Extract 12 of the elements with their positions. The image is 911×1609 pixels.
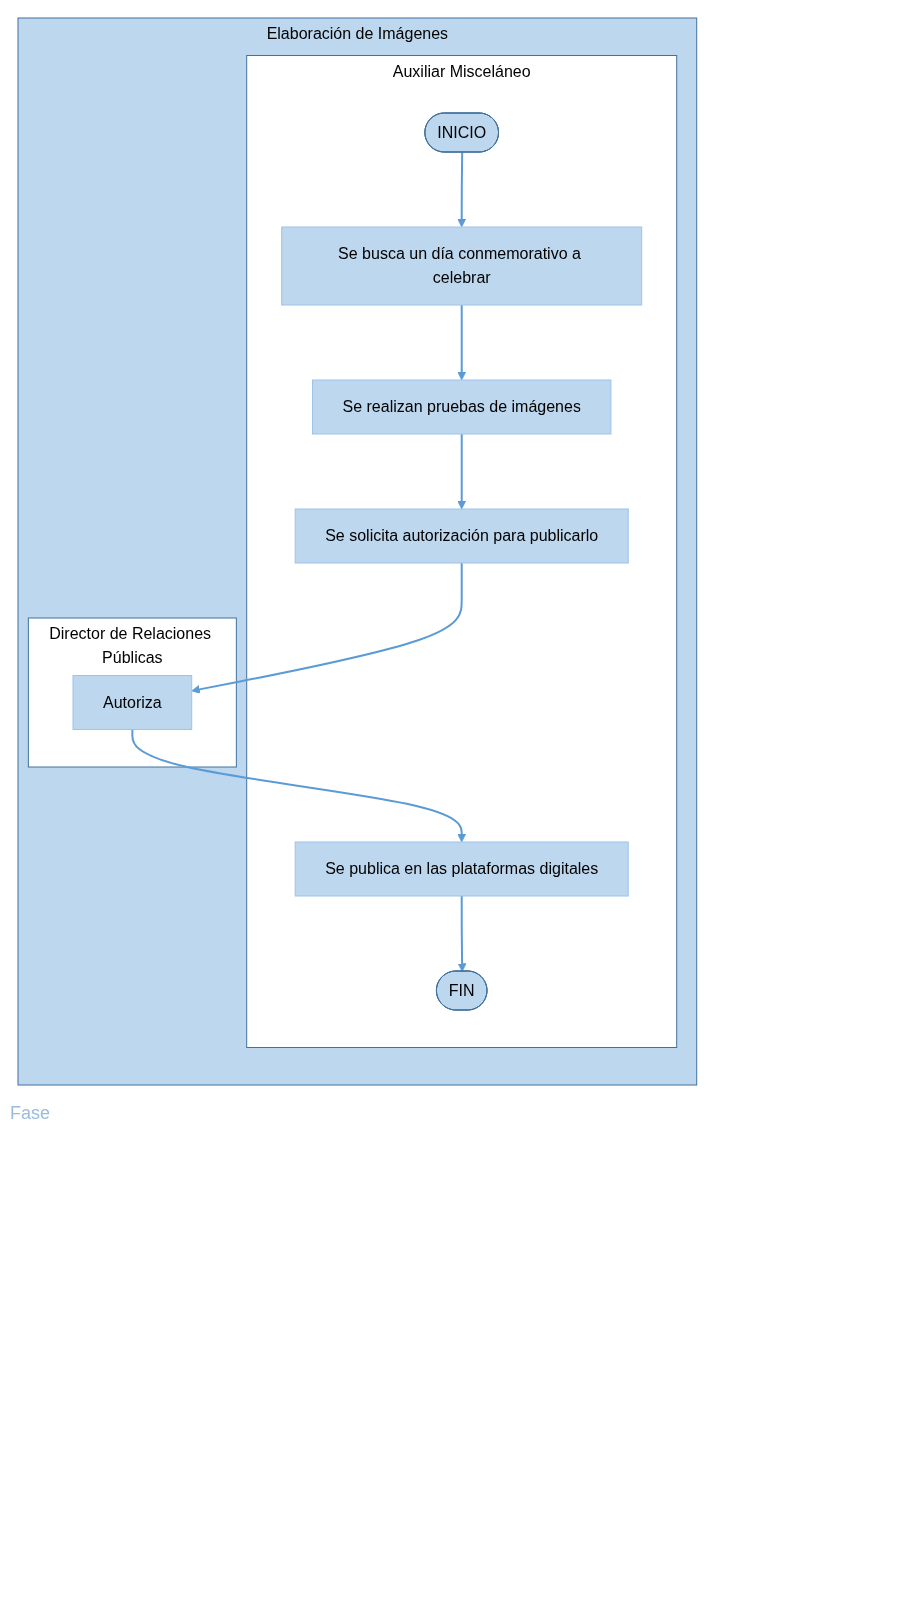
arrow	[457, 151, 467, 228]
node-box: Se solicita autorización para publicarlo	[294, 508, 629, 564]
node-box: Se busca un día conmemorativo a celebrar	[281, 226, 643, 306]
node-box: Autoriza	[72, 675, 193, 730]
arrow	[457, 433, 467, 510]
arrow	[131, 728, 467, 843]
arrow	[457, 304, 467, 381]
node-box: Se publica en las plataformas digitales	[294, 841, 629, 897]
node-box: Se realizan pruebas de imágenes	[312, 379, 612, 435]
arrow	[191, 562, 463, 694]
phase-label: Fase	[10, 1103, 52, 1124]
arrow	[457, 895, 467, 972]
